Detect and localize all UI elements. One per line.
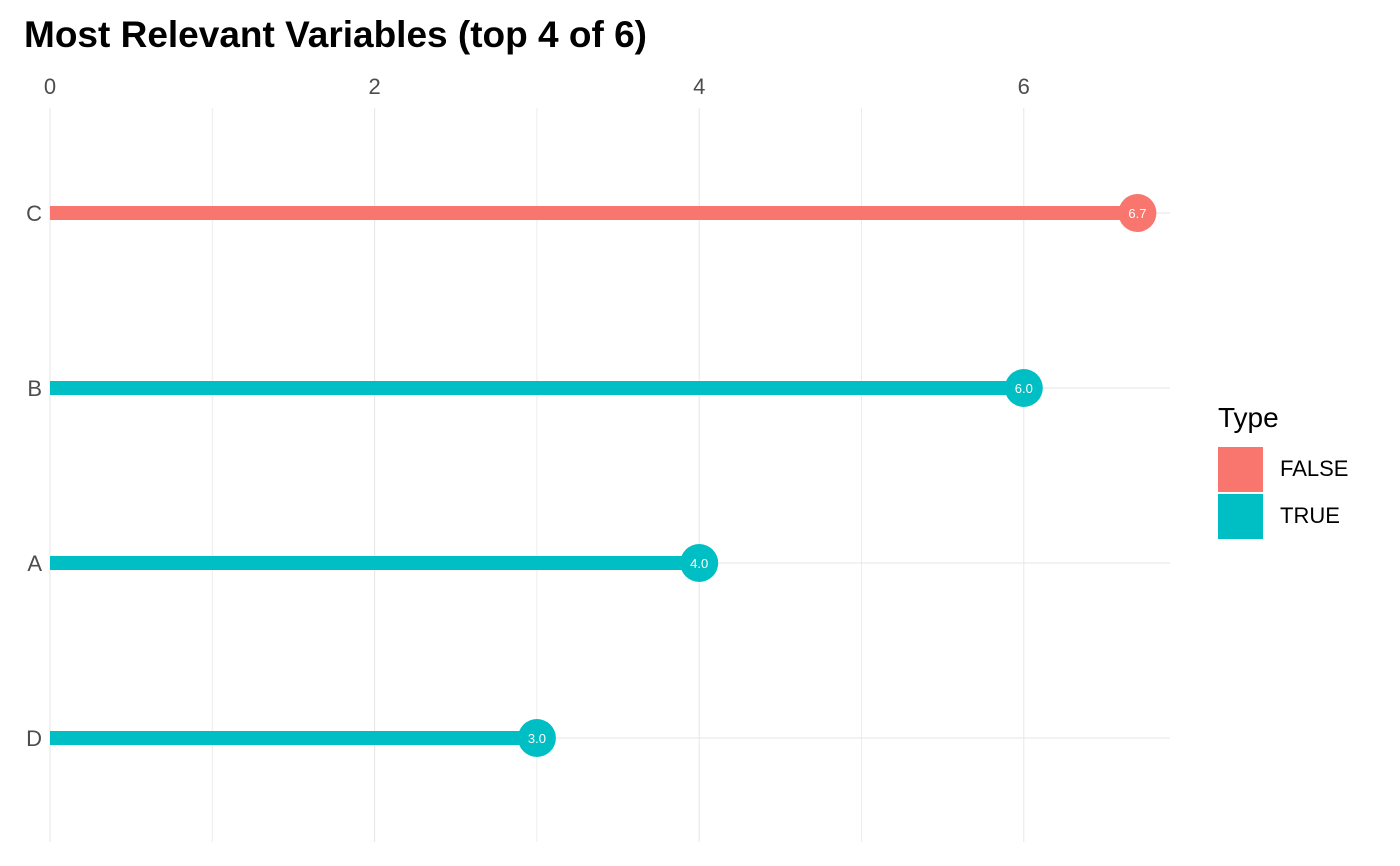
lollipop-dot (1004, 369, 1043, 407)
x-tick-label: 0 (44, 74, 56, 99)
data-label: 4.0 (690, 556, 708, 571)
x-tick-label: 6 (1018, 74, 1030, 99)
legend-key-true (1218, 493, 1263, 539)
lollipop-dot (680, 544, 719, 582)
y-tick-label: C (26, 201, 42, 226)
marks-layer: 6.7 6.0 4.0 3.0 (50, 194, 1157, 757)
x-axis: 0 2 4 6 (44, 74, 1030, 99)
legend-title: Type (1218, 402, 1279, 433)
lollipop-chart: 0 2 4 6 C B A D 6.7 6.0 4.0 3.0 (26, 74, 1170, 842)
lollipop-dot (1118, 194, 1157, 232)
legend-label-false: FALSE (1280, 456, 1349, 481)
y-axis: C B A D (26, 201, 42, 751)
y-tick-label: D (26, 726, 42, 751)
y-tick-label: A (27, 551, 42, 576)
legend-key-false (1218, 446, 1263, 492)
legend: Type FALSE TRUE (1218, 402, 1348, 540)
legend-item-false: FALSE (1218, 446, 1348, 492)
legend-item-true: TRUE (1218, 493, 1348, 539)
legend-label-true: TRUE (1280, 503, 1340, 528)
x-tick-label: 4 (693, 74, 705, 99)
data-label: 6.7 (1128, 206, 1146, 221)
chart-title: Most Relevant Variables (top 4 of 6) (24, 14, 647, 55)
y-tick-label: B (27, 376, 42, 401)
lollipop-dot (517, 719, 556, 757)
x-tick-label: 2 (368, 74, 380, 99)
data-label: 6.0 (1015, 381, 1033, 396)
data-label: 3.0 (528, 731, 546, 746)
